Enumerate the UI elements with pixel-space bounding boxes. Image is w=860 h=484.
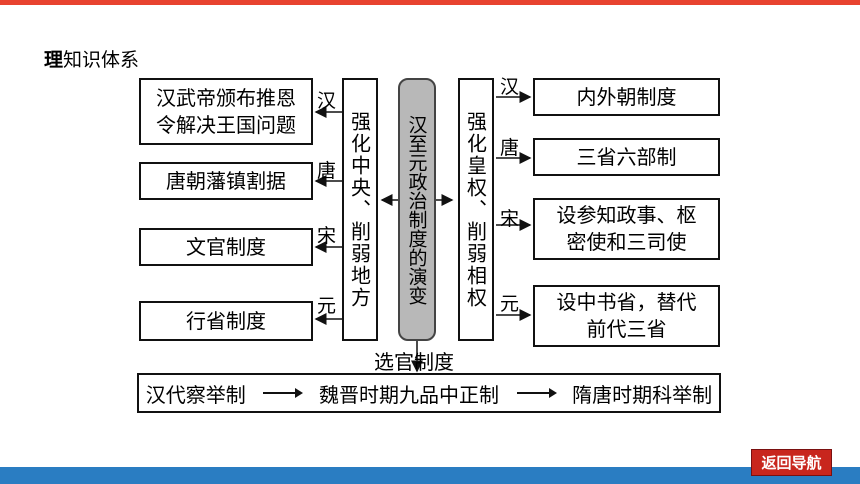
right-box-song: 设参知政事、枢密使和三司使 <box>533 198 720 260</box>
center-topic: 汉至元政治制度的演变 <box>398 78 436 341</box>
left-dynasty-han: 汉 <box>317 90 337 112</box>
left-dynasty-yuan: 元 <box>317 295 337 317</box>
right-dynasty-yuan: 元 <box>500 293 520 315</box>
left-dynasty-tang: 唐 <box>317 160 337 182</box>
selection-label: 选官制度 <box>374 350 454 374</box>
left-box-song: 文官制度 <box>139 228 313 266</box>
left-box-yuan: 行省制度 <box>139 301 313 341</box>
flow-step-1: 汉代察举制 <box>145 382 246 407</box>
right-dynasty-song: 宋 <box>500 208 520 230</box>
bottom-accent-bar <box>0 467 860 484</box>
left-box-tang: 唐朝藩镇割据 <box>139 162 313 200</box>
flow-step-3: 隋唐时期科举制 <box>572 382 713 407</box>
flow-arrow-1 <box>263 388 304 398</box>
back-to-nav-button[interactable]: 返回导航 <box>751 449 832 476</box>
section-title: 理知识体系 <box>44 49 140 71</box>
flow-step-2: 魏晋时期九品中正制 <box>318 382 499 407</box>
top-accent-bar <box>0 0 860 5</box>
left-dynasty-song: 宋 <box>317 225 337 247</box>
right-dynasty-han: 汉 <box>500 76 520 98</box>
left-box-han: 汉武帝颁布推恩令解决王国问题 <box>139 78 313 145</box>
flow-arrow-2 <box>516 388 557 398</box>
right-dynasty-tang: 唐 <box>500 137 520 159</box>
left-column-label: 强化中央、削弱地方 <box>342 78 378 341</box>
selection-flow-box: 汉代察举制 魏晋时期九品中正制 隋唐时期科举制 <box>137 373 721 413</box>
right-box-han: 内外朝制度 <box>533 78 720 116</box>
right-column-label: 强化皇权、削弱相权 <box>458 78 494 341</box>
right-box-tang: 三省六部制 <box>533 138 720 176</box>
right-box-yuan: 设中书省，替代前代三省 <box>533 285 720 347</box>
